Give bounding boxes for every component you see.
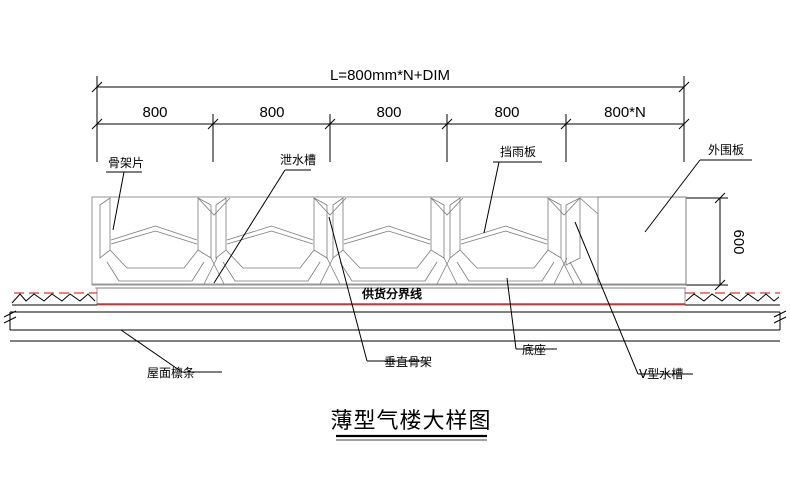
vertical-frame-post [313, 197, 328, 259]
rain-baffle-arc-inner [460, 230, 548, 245]
height-dim-label: 600 [730, 229, 747, 254]
v-gutter-leg [553, 257, 568, 285]
rain-baffle-arc [110, 225, 198, 241]
rain-baffle-arc-inner [226, 230, 314, 245]
purlin-break-left [3, 310, 17, 330]
label-vertical-frame: 垂直骨架 [384, 355, 432, 369]
v-gutter-top [313, 197, 347, 216]
frame-piece-lower [339, 261, 438, 282]
v-gutter-leg [569, 261, 583, 285]
frame-piece-lower [106, 261, 205, 282]
label-frame-piece: 骨架片 [108, 156, 144, 170]
vertical-frame-post [565, 197, 581, 266]
rain-baffle-arc [226, 225, 314, 241]
label-rain-baffle: 挡雨板 [500, 145, 536, 159]
outer-panel-box [597, 196, 687, 286]
roof-sheet-left [11, 293, 96, 304]
callout-labels: 骨架片 泄水槽 挡雨板 外围板 供货分界线 屋面檩条 垂直骨架 底座 V型水槽 [108, 143, 744, 381]
label-roof-purlin: 屋面檩条 [147, 365, 195, 380]
frame-piece-lower [222, 261, 321, 282]
purlin-break-right [773, 310, 787, 330]
segment-dim-3: 800 [376, 104, 401, 121]
label-drain-gutter: 泄水槽 [280, 153, 316, 167]
label-v-gutter: V型水槽 [639, 367, 683, 381]
v-gutter-leg [326, 257, 341, 285]
segment-dim-5: 800*N [604, 104, 646, 121]
frame-piece-lower [456, 261, 555, 282]
v-gutter-top [579, 197, 599, 284]
label-supply-boundary: 供货分界线 [361, 286, 422, 301]
drawing-title-block: 薄型气楼大样图 [330, 409, 491, 441]
v-gutter-top [547, 197, 581, 216]
segment-dim-2: 800 [259, 104, 284, 121]
drain-gutter-trough [459, 249, 549, 269]
vertical-frame-post [547, 197, 562, 259]
dimension-lines: L=800mm*N+DIM 800 800 800 800 800*N 600 [91, 67, 747, 291]
drain-gutter-trough [342, 249, 432, 269]
label-base: 底座 [522, 342, 546, 357]
v-gutter-leg [203, 257, 218, 285]
segment-dim-1: 800 [142, 104, 167, 121]
vertical-frame-post [197, 197, 212, 259]
segment-dim-4: 800 [494, 104, 519, 121]
roof-sheet-right [685, 293, 780, 302]
base-plate [96, 287, 686, 306]
v-gutter-leg [443, 257, 458, 285]
v-gutter-top [430, 197, 464, 216]
base-assembly [3, 287, 787, 342]
drawing-title: 薄型气楼大样图 [330, 409, 491, 434]
v-gutter-leg [436, 257, 451, 285]
rain-baffle-arc [343, 225, 431, 241]
overall-length-label: L=800mm*N+DIM [330, 67, 450, 84]
drain-gutter-trough [109, 249, 199, 269]
v-gutter-leg [319, 257, 334, 285]
v-gutter-leg [560, 257, 575, 285]
vertical-frame-post [99, 197, 111, 259]
vertical-frame-post [430, 197, 445, 259]
frame-modules [99, 197, 599, 285]
rain-baffle-arc [460, 225, 548, 241]
v-gutter-leg [210, 257, 225, 285]
louver-outline [91, 196, 687, 286]
leader-lines [106, 159, 752, 375]
label-outer-panel: 外围板 [708, 143, 744, 157]
drain-gutter-trough [225, 249, 315, 269]
rain-baffle-arc-inner [343, 230, 431, 245]
rain-baffle-arc-inner [110, 230, 198, 245]
v-gutter-top [197, 197, 231, 216]
